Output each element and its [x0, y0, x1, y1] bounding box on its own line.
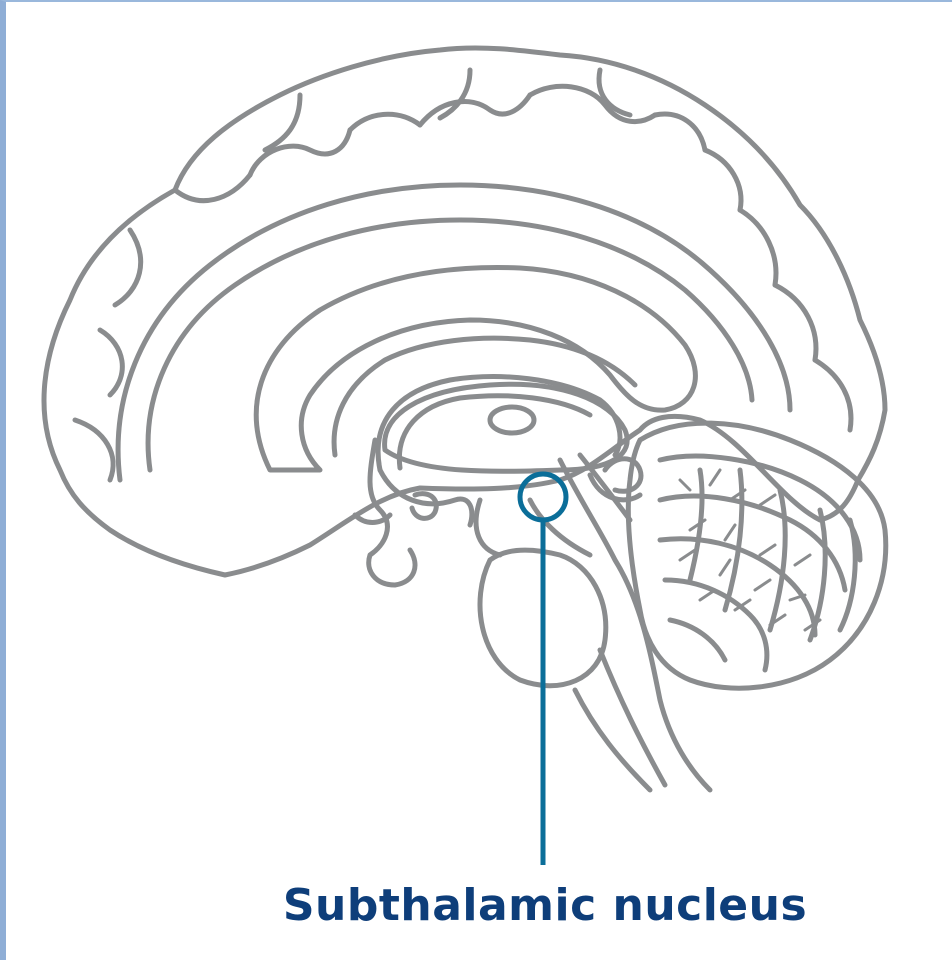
marker-circle [520, 474, 566, 520]
structure-label: Subthalamic nucleus [0, 880, 952, 931]
cerebrum-outline [44, 48, 885, 575]
